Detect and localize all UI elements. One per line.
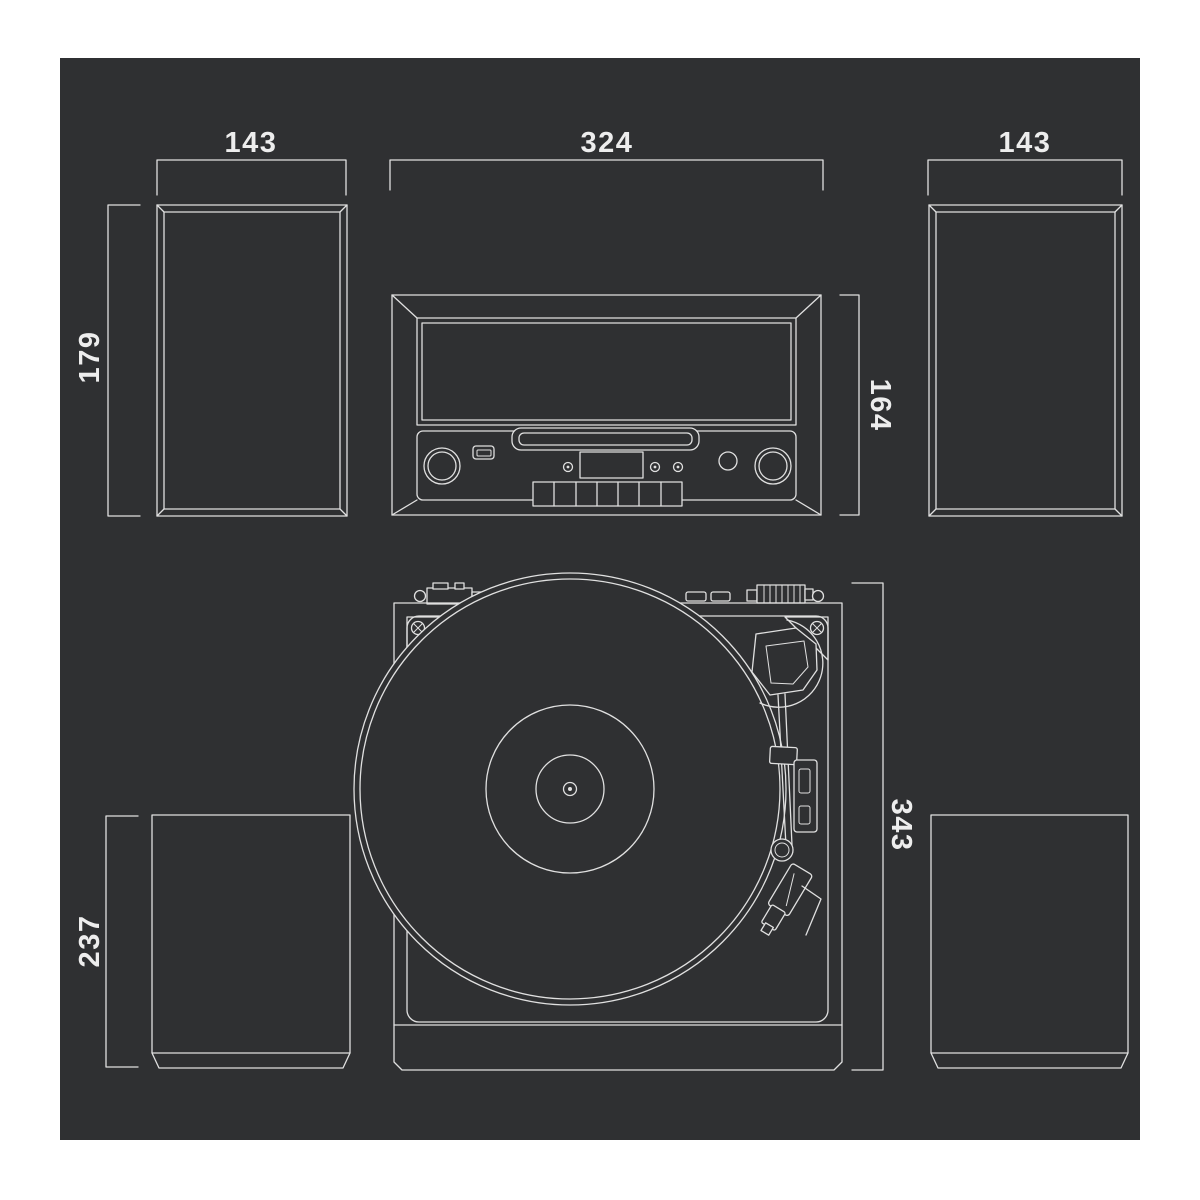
right-speaker-front-view	[928, 204, 1123, 517]
bracket-turntable-depth	[851, 582, 884, 1071]
bottom-left-speaker-top-view	[151, 814, 351, 1069]
record-label	[485, 704, 655, 874]
rear-buttons	[685, 591, 731, 602]
cassette-button-row	[532, 481, 683, 507]
tuning-knob	[754, 447, 792, 485]
spindle	[562, 781, 578, 797]
dim-turntable-depth: 343	[885, 799, 917, 852]
bottom-right-speaker-top-view	[930, 814, 1129, 1069]
tonearm-shaft	[777, 693, 793, 847]
main-unit-front-view	[391, 294, 822, 516]
tonearm-pivot	[751, 627, 818, 696]
dimension-brackets	[105, 159, 1123, 1071]
screw-icon	[809, 620, 825, 636]
display-window-inner	[421, 322, 792, 421]
speaker-bevel-lines	[156, 204, 348, 517]
bracket-right-speaker-width	[927, 159, 1123, 196]
dim-bottom-speaker-depth: 237	[74, 915, 106, 968]
tonearm	[751, 619, 824, 936]
finger-lift-wire	[801, 885, 822, 936]
cartridge	[760, 863, 813, 936]
bracket-left-speaker-width	[156, 159, 347, 196]
main-unit-outer-case	[391, 294, 822, 516]
lid-hinge-right	[746, 584, 825, 604]
bracket-bottom-speaker-depth	[105, 815, 139, 1068]
power-button	[718, 451, 738, 471]
display-window	[416, 317, 797, 426]
dim-left-speaker-height: 179	[74, 331, 106, 384]
bracket-main-unit-height	[839, 294, 860, 516]
cue-control	[793, 759, 818, 833]
volume-knob	[423, 447, 461, 485]
tonearm-collar	[768, 745, 798, 766]
record-platter	[353, 572, 787, 1006]
speaker-bevel-lines	[928, 204, 1123, 517]
tonearm-base-ring	[759, 619, 824, 708]
dim-right-speaker-width: 143	[999, 127, 1052, 159]
bracket-main-unit-width	[389, 159, 824, 191]
track-display	[579, 451, 644, 479]
dim-left-speaker-width: 143	[225, 127, 278, 159]
dim-main-unit-height: 164	[864, 379, 896, 432]
tonearm-joint	[770, 838, 794, 862]
bracket-left-speaker-height	[107, 204, 141, 517]
indicator-leds	[562, 461, 684, 473]
screw-icon	[410, 620, 426, 636]
main-unit-bevel-lines	[391, 294, 822, 516]
dim-main-unit-width: 324	[581, 127, 634, 159]
cd-slot	[511, 427, 700, 451]
cd-slot-inner	[518, 432, 693, 446]
left-speaker-front-view	[156, 204, 348, 517]
plinth-outline	[393, 602, 843, 1071]
turntable-top-view	[353, 572, 843, 1071]
dimension-labels: 143 324 143 179 164 237 343	[74, 127, 1052, 968]
